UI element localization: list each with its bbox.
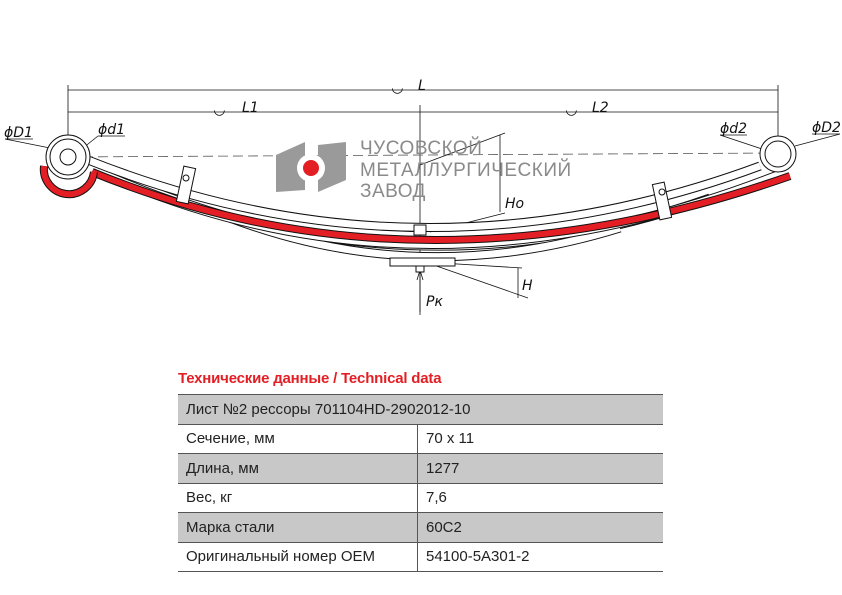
leaf-spring-drawing: ◡ L ◡ L1 ◡ L2 ϕD1 ϕd1 ϕd2 ϕD2 Ho H Pк [4,78,841,315]
arc-mark: ◡ [392,80,403,96]
label-Ho: Ho [505,196,524,212]
label-d1: ϕd1 [98,122,125,138]
clamp-left [175,165,197,205]
svg-text:ЗАВОД: ЗАВОД [360,181,426,202]
table-header-row: Лист №2 рессоры 701104HD-2902012-10 [178,394,663,425]
arc-mark: ◡ [214,102,225,118]
highlighted-leaf [90,169,791,243]
bottom-plate [389,257,456,267]
svg-text:ЧУСОВСКОЙ: ЧУСОВСКОЙ [360,137,482,159]
arc-mark: ◡ [566,102,577,118]
label-Pk: Pк [426,294,443,310]
dimension-lines [4,85,841,315]
label-L1: L1 [242,100,259,116]
clamp-right [651,181,673,221]
technical-data-table: Лист №2 рессоры 701104HD-2902012-10 Сече… [178,394,663,572]
label-L2: L2 [592,100,609,116]
label-L: L [418,78,426,94]
company-logo: ЧУСОВСКОЙ МЕТАЛЛУРГИЧЕСКИЙ ЗАВОД [276,137,572,202]
label-d2: ϕd2 [720,121,747,137]
label-H: H [522,278,533,294]
label-D2: ϕD2 [812,120,841,136]
svg-text:МЕТАЛЛУРГИЧЕСКИЙ: МЕТАЛЛУРГИЧЕСКИЙ [360,159,572,181]
center-bolt [413,224,427,236]
table-title: Технические данные / Technical data [178,370,442,387]
table-header: Лист №2 рессоры 701104HD-2902012-10 [178,394,663,425]
label-D1: ϕD1 [4,125,33,141]
